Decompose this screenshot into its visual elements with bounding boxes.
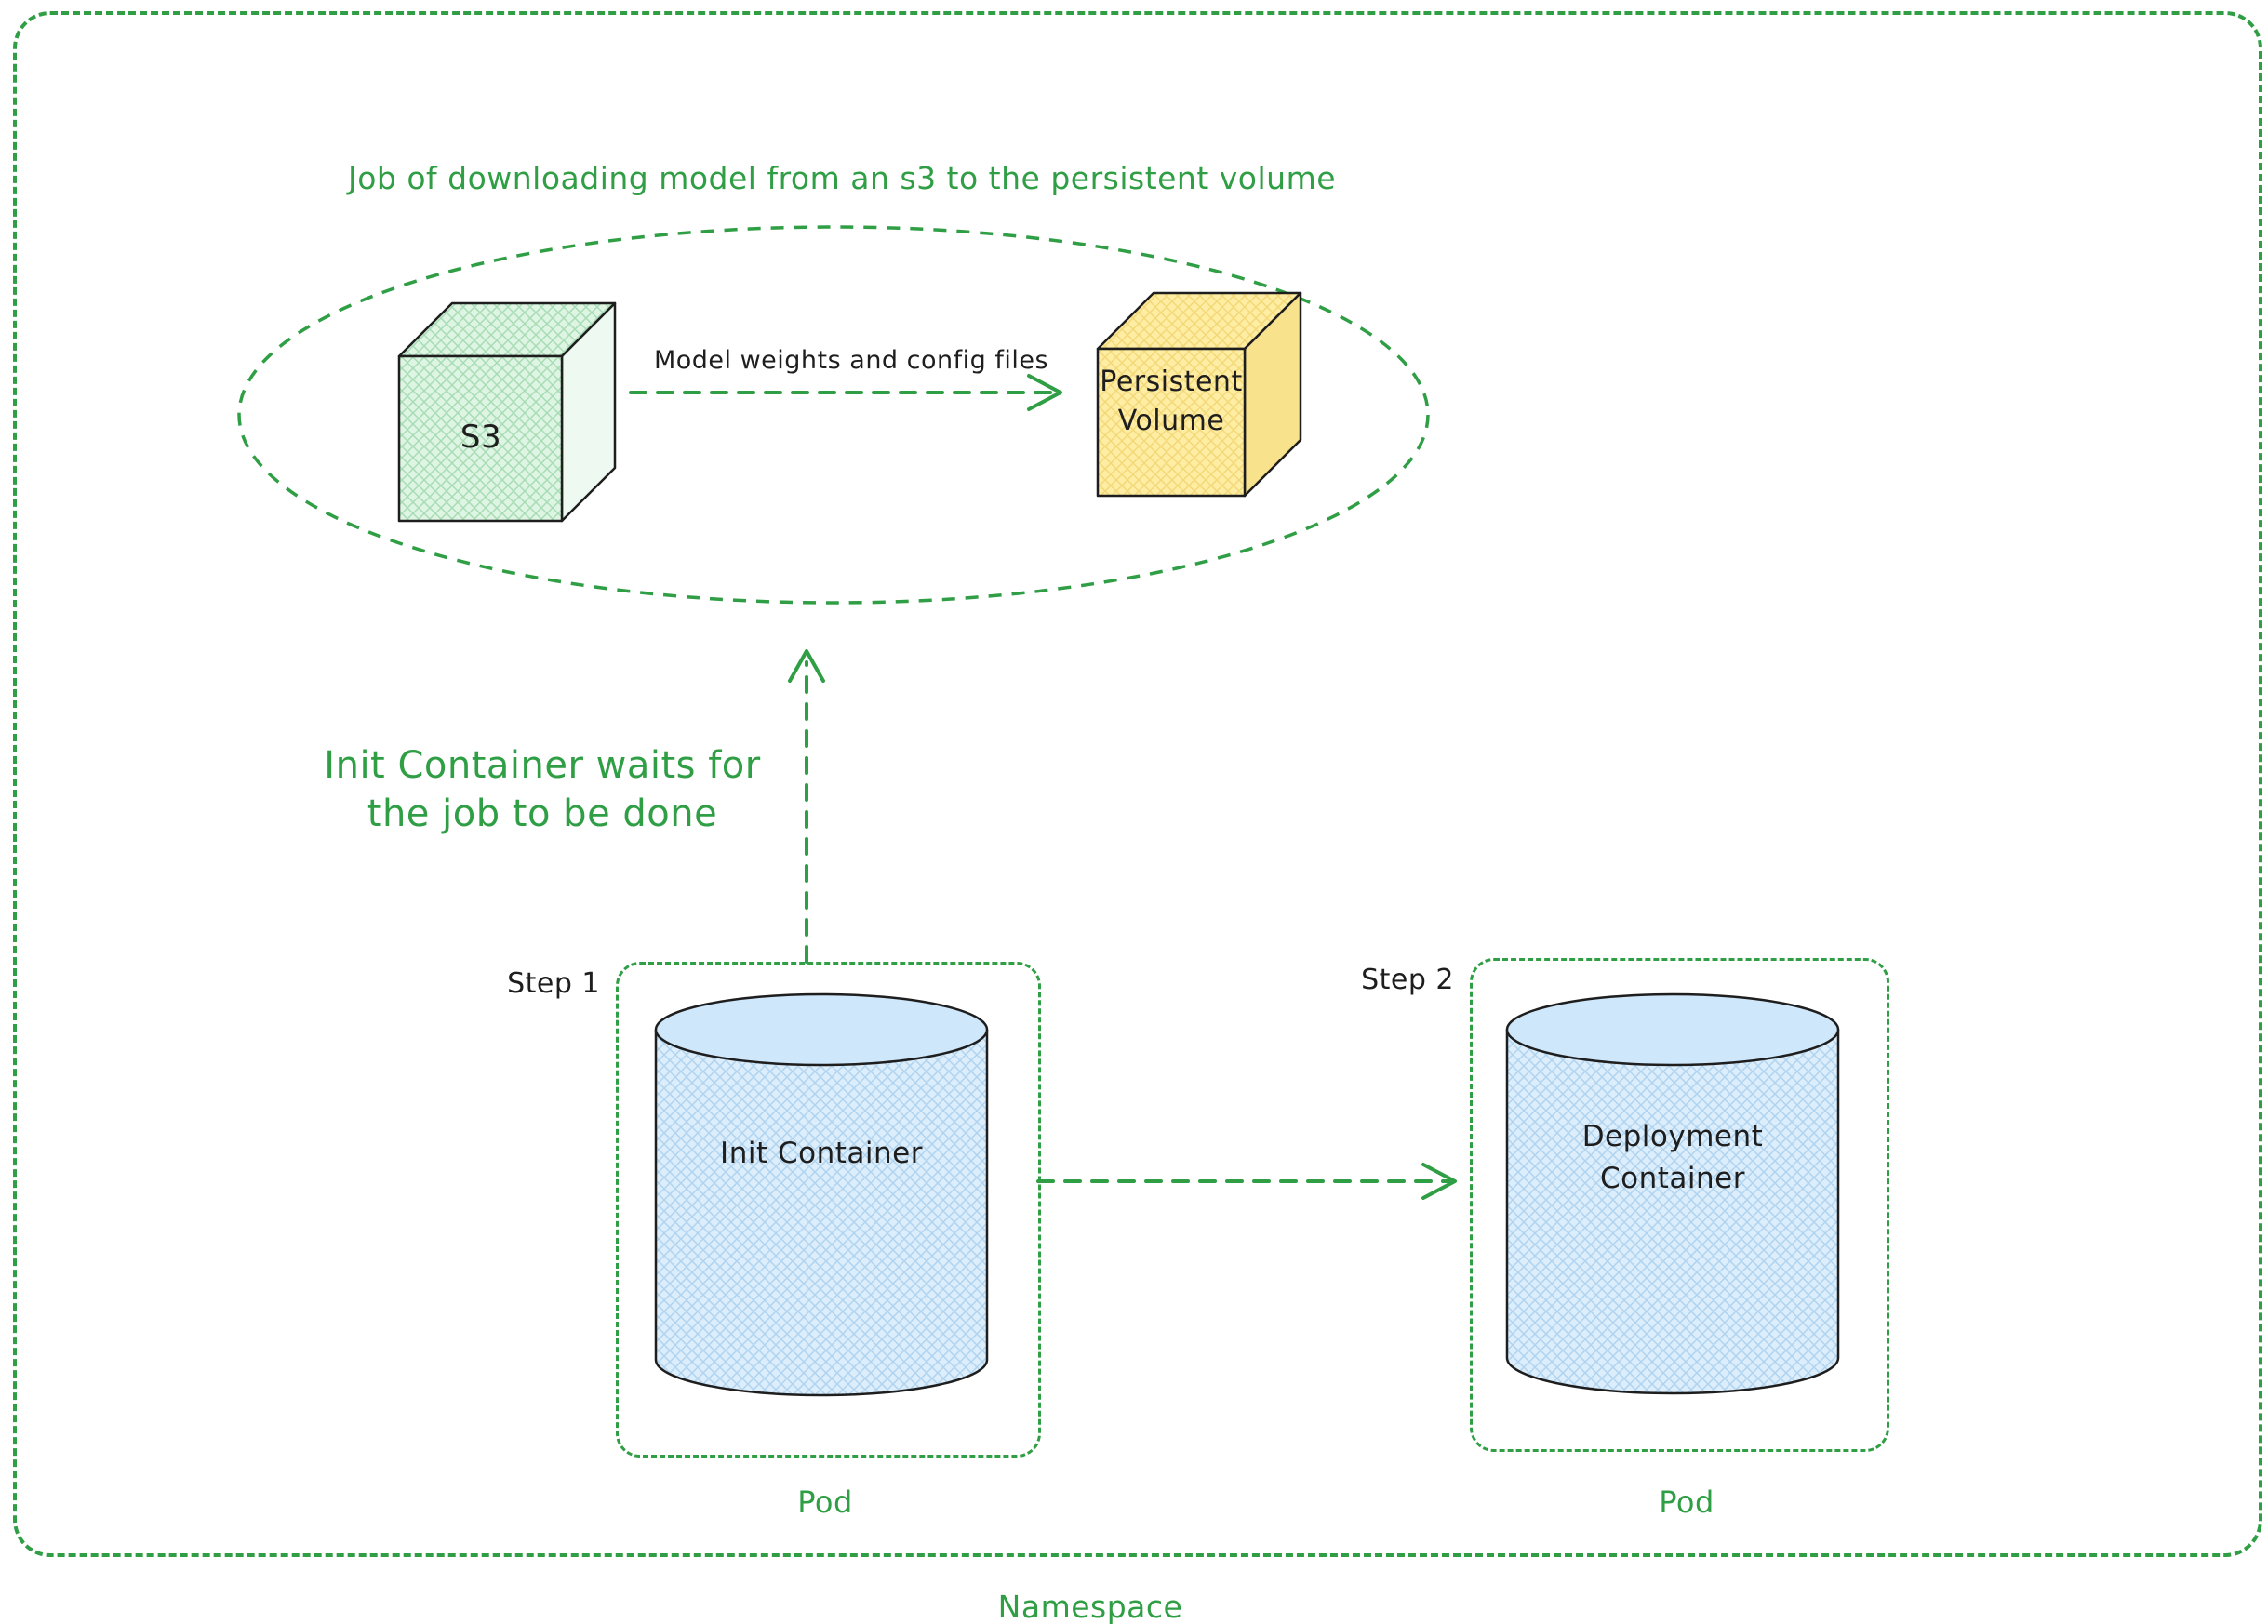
init-cylinder-body [654, 1030, 989, 1397]
pod1-label: Pod [797, 1484, 853, 1520]
s3-cube-front-face [397, 354, 564, 523]
wait-note-line1: Init Container waits for [324, 744, 761, 787]
namespace-label: Namespace [997, 1589, 1183, 1624]
persistent-volume-cube [1096, 291, 1302, 498]
pv-cube-front-face [1096, 347, 1247, 498]
s3-label: S3 [460, 419, 502, 456]
persistent-volume-label-line2: Volume [1117, 405, 1225, 437]
deployment-container-label-line1: Deployment [1581, 1120, 1764, 1153]
step1-label: Step 1 [507, 967, 600, 1000]
deployment-container-label: Deployment Container [1582, 1116, 1764, 1200]
init-container-cylinder [654, 992, 989, 1397]
namespace-boundary [13, 11, 2262, 1557]
init-cylinder-top [654, 992, 989, 1067]
transfer-arrow-label: Model weights and config files [653, 346, 1049, 375]
wait-arrow [788, 649, 825, 964]
pod1-boundary [616, 962, 1041, 1458]
persistent-volume-label: Persistent Volume [1087, 363, 1255, 441]
deployment-cylinder-top [1505, 992, 1840, 1067]
deployment-cylinder-body [1505, 1030, 1840, 1395]
wait-note-line2: the job to be done [367, 792, 718, 835]
job-title: Job of downloading model from an s3 to t… [347, 160, 1337, 196]
wait-note: Init Container waits for the job to be d… [324, 741, 760, 838]
s3-cube [397, 301, 617, 523]
init-container-label: Init Container [720, 1137, 923, 1170]
pod2-label: Pod [1659, 1484, 1714, 1520]
transfer-arrow-head [1027, 374, 1062, 411]
step-arrow [1036, 1163, 1457, 1200]
transfer-arrow [629, 374, 1062, 411]
job-ellipse [237, 225, 1430, 605]
wait-arrow-head [788, 649, 825, 683]
deployment-container-label-line2: Container [1600, 1161, 1745, 1195]
persistent-volume-label-line1: Persistent [1100, 366, 1243, 398]
step2-label: Step 2 [1361, 964, 1454, 996]
step-arrow-head [1421, 1163, 1457, 1200]
pod2-boundary [1470, 958, 1889, 1452]
deployment-container-cylinder [1505, 992, 1840, 1395]
